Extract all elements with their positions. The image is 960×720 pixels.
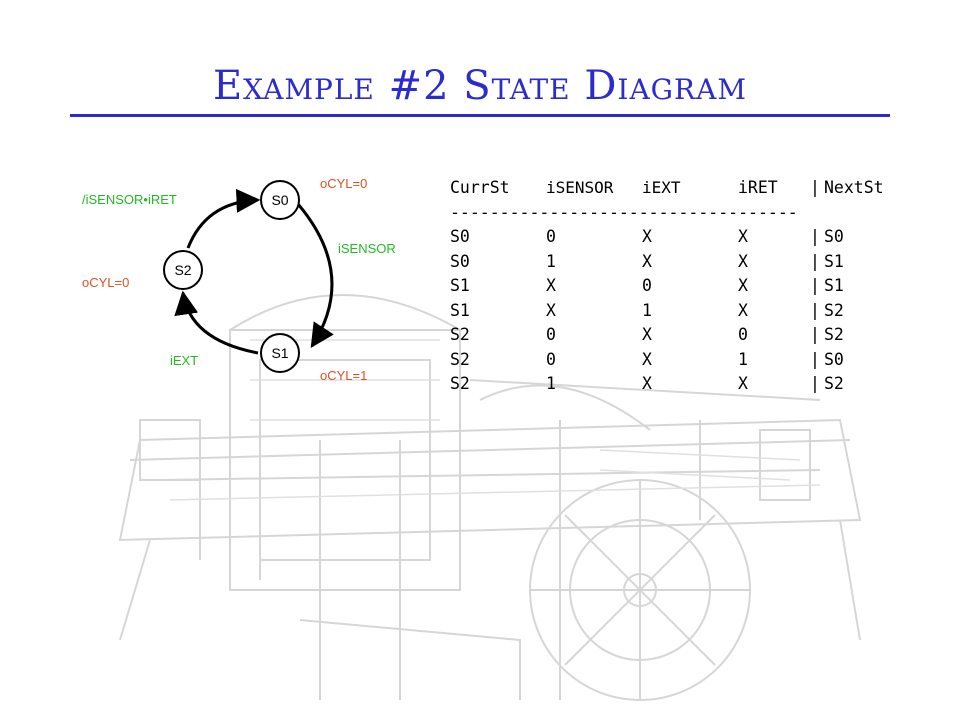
cell-iret: 1 xyxy=(738,349,748,369)
cell-separator: | xyxy=(810,276,820,295)
header-currst: CurrSt xyxy=(450,178,510,197)
cell-iret: X xyxy=(738,276,748,295)
table-row: S1 X 1 X |S2 xyxy=(450,299,904,324)
cell-currst: S0 xyxy=(450,251,470,271)
output-label-s1: oCYL=1 xyxy=(320,368,367,383)
transition-arc-s0-s1 xyxy=(296,203,334,349)
cell-iret: X xyxy=(738,300,748,320)
header-iret: iRET xyxy=(738,178,778,197)
transition-label-iext: iEXT xyxy=(170,353,198,368)
title-underline xyxy=(70,114,890,117)
cell-currst: S2 xyxy=(450,349,470,369)
state-diagram: S0 S1 S2 iSENSOR iEXT /iSENSOR•iRET oCYL… xyxy=(82,176,396,383)
cell-iret: X xyxy=(738,227,748,246)
cell-iext: X xyxy=(642,349,652,369)
state-transition-table: CurrSt iSENSOR iEXT iRET | NextSt ------… xyxy=(450,176,904,397)
cell-isensor: 0 xyxy=(546,349,556,369)
header-isensor: iSENSOR xyxy=(546,178,614,197)
cell-iret: 0 xyxy=(738,325,748,344)
table-row: S0 1 X X |S1 xyxy=(450,250,904,275)
header-nextst: NextSt xyxy=(824,178,884,197)
table-header-row: CurrSt iSENSOR iEXT iRET | NextSt xyxy=(450,176,904,201)
cell-currst: S2 xyxy=(450,374,470,393)
cell-isensor: 1 xyxy=(546,374,556,393)
cell-isensor: X xyxy=(546,300,556,320)
cell-iret: X xyxy=(738,374,748,393)
cell-currst: S0 xyxy=(450,227,470,246)
transition-label-isensor: iSENSOR xyxy=(338,241,396,256)
cell-nextst: S2 xyxy=(824,300,844,320)
state-label-s1: S1 xyxy=(271,345,288,361)
table-divider: ----------------------------------- xyxy=(450,202,798,222)
cell-separator: | xyxy=(810,300,820,320)
cell-iext: X xyxy=(642,251,652,271)
cell-separator: | xyxy=(810,325,820,344)
cell-nextst: S1 xyxy=(824,251,844,271)
cell-separator: | xyxy=(810,349,820,369)
cell-isensor: 1 xyxy=(546,251,556,271)
cell-iext: 0 xyxy=(642,276,652,295)
cell-currst: S1 xyxy=(450,276,470,295)
cell-separator: | xyxy=(810,374,820,393)
cell-isensor: 0 xyxy=(546,325,556,344)
cell-currst: S2 xyxy=(450,325,470,344)
state-node-s2: S2 xyxy=(163,250,203,290)
cell-iext: X xyxy=(642,325,652,344)
cell-iext: X xyxy=(642,227,652,246)
transition-label-isensor-iret: /iSENSOR•iRET xyxy=(82,192,177,207)
cell-iext: X xyxy=(642,374,652,393)
cell-currst: S1 xyxy=(450,300,470,320)
state-label-s0: S0 xyxy=(271,192,288,208)
transition-arc-s1-s2 xyxy=(174,290,259,355)
cell-iret: X xyxy=(738,251,748,271)
table-row: S2 0 X 1 |S0 xyxy=(450,348,904,373)
header-iext: iEXT xyxy=(642,178,681,197)
cell-nextst: S1 xyxy=(824,276,844,295)
slide-title: Example #2 State Diagram xyxy=(212,63,748,109)
cell-nextst: S0 xyxy=(824,349,844,369)
header-separator: | xyxy=(810,178,820,197)
cell-separator: | xyxy=(810,227,820,246)
cell-iext: 1 xyxy=(642,300,652,320)
transition-arc-s2-s0 xyxy=(186,188,261,249)
state-node-s1: S1 xyxy=(260,333,300,373)
state-label-s2: S2 xyxy=(174,262,191,278)
cell-separator: | xyxy=(810,251,820,271)
cell-isensor: 0 xyxy=(546,227,556,246)
output-label-s0: oCYL=0 xyxy=(320,176,367,191)
cell-isensor: X xyxy=(546,276,556,295)
cell-nextst: S0 xyxy=(824,227,844,246)
cell-nextst: S2 xyxy=(824,325,844,344)
state-node-s0: S0 xyxy=(260,180,300,220)
output-label-s2: oCYL=0 xyxy=(82,275,129,290)
cell-nextst: S2 xyxy=(824,374,844,393)
